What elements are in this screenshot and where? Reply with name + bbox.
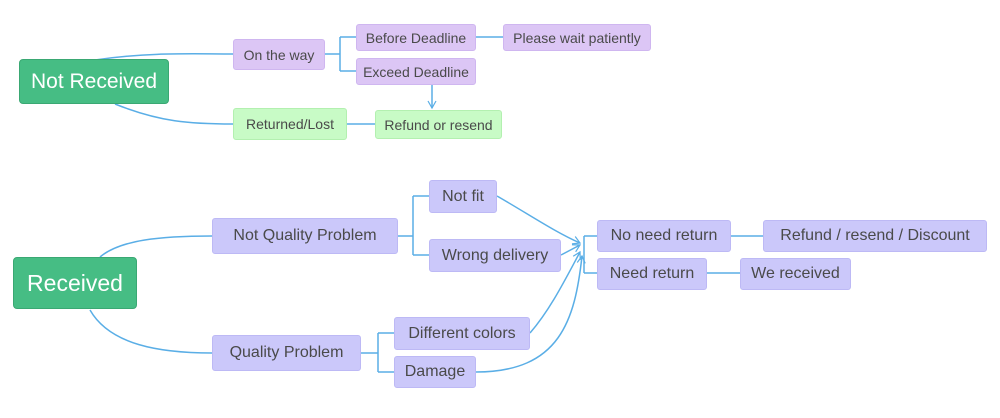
node-before-deadline: Before Deadline [356,24,476,51]
arrow-notfit [496,195,582,245]
node-need-return: Need return [597,258,707,290]
node-not-received: Not Received [19,59,169,104]
node-not-fit: Not fit [429,180,497,213]
node-please-wait: Please wait patiently [503,24,651,51]
connector-quality-bracket [361,332,394,373]
connector-right-bracket [583,235,597,274]
connector-received-notquality [99,235,213,258]
node-on-the-way: On the way [233,39,325,70]
node-exceed-deadline: Exceed Deadline [356,58,476,85]
node-not-quality-problem: Not Quality Problem [212,218,398,254]
connector-notreceived-returned [114,103,234,125]
node-no-need-return: No need return [597,220,731,252]
connector-received-quality [89,309,213,354]
node-returned-lost: Returned/Lost [233,108,347,140]
connector-notreceived-ontheway [94,53,234,61]
node-refund-or-resend: Refund or resend [375,110,502,139]
node-damage: Damage [394,356,476,388]
node-quality-problem: Quality Problem [212,335,361,371]
connector-notquality-bracket [398,195,429,256]
node-received: Received [13,257,137,309]
node-refund-resend-discount: Refund / resend / Discount [763,220,987,252]
node-we-received: We received [740,258,851,290]
arrow-damage [475,254,586,373]
arrow-wrong [560,244,582,256]
connector-ontheway-bracket [325,36,356,72]
arrow-colors [529,250,581,334]
node-different-colors: Different colors [394,317,530,350]
node-wrong-delivery: Wrong delivery [429,239,561,272]
